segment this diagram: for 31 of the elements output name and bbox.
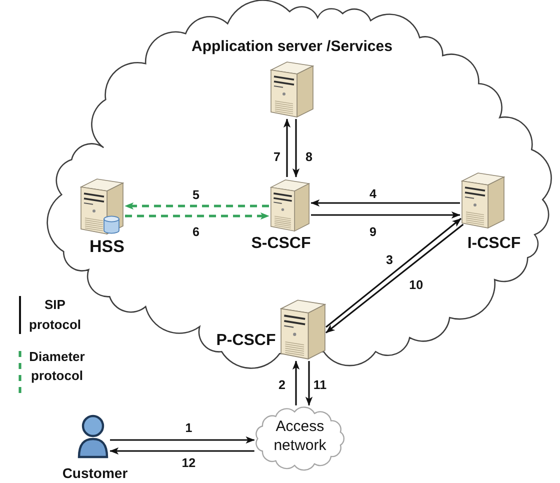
edge-label: 5 (192, 188, 200, 202)
arrow (292, 360, 300, 406)
edge-label: 6 (192, 224, 200, 240)
arrow (292, 119, 300, 178)
dashed-arrow (124, 202, 269, 210)
edge-label: 10 (408, 278, 424, 293)
edge-label: 4 (368, 186, 378, 202)
node-label: S-CSCF (250, 234, 312, 254)
node-title: Application server /Services (190, 37, 394, 57)
edge-label: 1 (184, 420, 194, 436)
edge-label: 3 (385, 253, 394, 268)
arrow (110, 436, 255, 444)
edge-label: 8 (304, 150, 314, 164)
arrow (110, 447, 254, 455)
edge-label: 2 (278, 378, 286, 393)
legend-label: Diameter protocol (28, 348, 86, 385)
node-label: P-CSCF (215, 331, 277, 350)
edge-label: 7 (272, 150, 282, 164)
edge-label: 11 (312, 378, 328, 393)
edge-label: 12 (180, 456, 197, 470)
arrow (310, 199, 460, 207)
node-label: Customer (61, 464, 129, 482)
edge-label: 9 (368, 224, 378, 240)
legend-label: SIP protocol (28, 296, 82, 334)
arrow (305, 361, 313, 406)
node-label: Access network (272, 416, 328, 455)
node-label: I-CSCF (466, 234, 522, 254)
node-label: HSS (88, 236, 126, 257)
arrow (283, 118, 291, 177)
dashed-arrow (125, 212, 270, 220)
arrow (311, 211, 460, 219)
